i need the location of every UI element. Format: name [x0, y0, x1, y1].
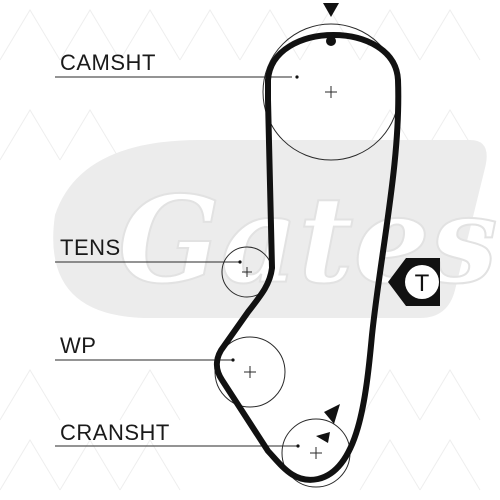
camshaft-timing-mark-icon [323, 3, 339, 17]
crankshaft-label: CRANSHT [60, 420, 170, 445]
tensioner-badge-letter: T [415, 270, 430, 297]
tensioner-badge: T [388, 258, 440, 306]
camshaft-label: CAMSHT [60, 50, 156, 75]
tensioner-label: TENS [60, 235, 121, 260]
timing-belt [214, 32, 402, 483]
crankshaft-timing-mark-icon [316, 404, 340, 443]
water-pump-label: WP [60, 333, 96, 358]
gates-logo-text: Gates [118, 170, 498, 311]
camshaft-timing-dot [326, 36, 336, 46]
